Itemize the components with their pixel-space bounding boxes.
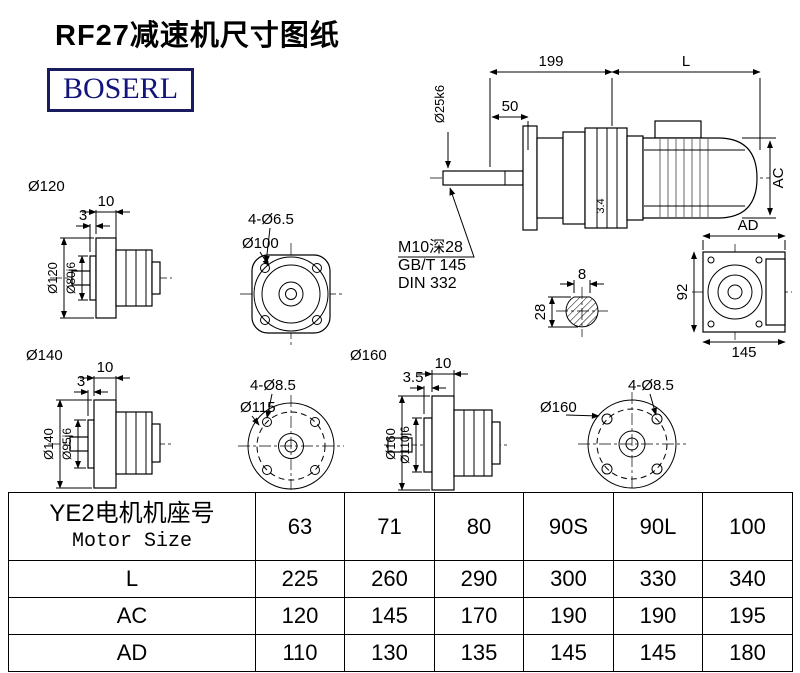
size-col-63: 63: [255, 492, 345, 561]
note-gbt-standard: GB/T 145: [398, 257, 466, 274]
dim-8: 8: [578, 266, 586, 283]
dim-ad: AD: [738, 217, 759, 234]
size-col-90s: 90S: [523, 492, 614, 561]
value-cell: 300: [523, 560, 614, 598]
dim-spigot-80: Ø80j6: [64, 262, 78, 294]
size-col-71: 71: [344, 492, 435, 561]
dim-od-115: Ø115: [240, 399, 276, 416]
value-cell: 190: [523, 597, 614, 635]
value-cell: 110: [255, 634, 345, 672]
table-row-AC: AC 120 145 170 190 190 195: [8, 597, 793, 635]
dim-3: 3: [79, 207, 87, 224]
technical-drawing: 199 L 50 Ø25k6 AC 3.4 M10深28 GB/T 145 DI…: [26, 53, 792, 491]
row-label-AD: AD: [8, 634, 256, 672]
size-col-90l: 90L: [613, 492, 703, 561]
table-row-L: L 225 260 290 300 330 340: [8, 560, 793, 598]
dim-50: 50: [502, 98, 519, 115]
header-english: Motor Size: [71, 529, 193, 553]
flange-view-160: Ø160 10 3.5 Ø160: [350, 347, 508, 491]
output-side-view: AD 92 145: [674, 217, 792, 361]
value-cell: 290: [434, 560, 524, 598]
flange-face-160: 4-Ø8.5 Ø160: [540, 377, 686, 490]
flange-view-120: Ø120 10 3 Ø120: [28, 178, 172, 319]
dim-10: 10: [435, 355, 452, 372]
boserl-logo: BOSERL: [47, 68, 195, 112]
dim-od-100: Ø100: [242, 235, 279, 252]
dim-spigot-110: Ø110j6: [398, 426, 412, 464]
dim-3-5: 3.5: [403, 369, 424, 386]
value-cell: 190: [613, 597, 703, 635]
header-chinese: YE2电机机座号: [49, 499, 215, 527]
view-label-120: Ø120: [28, 178, 65, 195]
value-cell: 135: [434, 634, 524, 672]
flange-face-115: 4-Ø8.5 Ø115: [238, 377, 344, 490]
row-label-AC: AC: [8, 597, 256, 635]
view-label-160: Ø160: [350, 347, 387, 364]
dim-L: L: [682, 53, 690, 70]
value-cell: 340: [702, 560, 793, 598]
dim-od-120: Ø120: [45, 262, 60, 294]
table-header-row: YE2电机机座号 Motor Size 63 71 80 90S 90L 100: [8, 492, 793, 561]
size-col-100: 100: [702, 492, 793, 561]
dim-od-160: Ø160: [383, 428, 398, 460]
value-cell: 120: [255, 597, 345, 635]
value-cell: 180: [702, 634, 793, 672]
note-tap-hole: M10深28: [398, 238, 463, 256]
view-label-140: Ø140: [26, 347, 63, 364]
page-title: RF27减速机尺寸图纸: [55, 20, 340, 52]
dim-145: 145: [731, 344, 756, 361]
flange-view-140: Ø140 10 3 Ø140: [26, 347, 172, 489]
row-label-L: L: [8, 560, 256, 598]
dim-od-140: Ø140: [41, 428, 56, 460]
dim-92: 92: [674, 284, 691, 301]
motor-size-header-cell: YE2电机机座号 Motor Size: [8, 492, 256, 561]
dim-ac: AC: [770, 167, 787, 188]
value-cell: 330: [613, 560, 703, 598]
dim-3: 3: [77, 373, 85, 390]
shaft-section-view: 8 28: [532, 266, 608, 337]
dim-spigot-95: Ø95j6: [60, 428, 74, 460]
dim-10: 10: [97, 359, 114, 376]
dim-3-4: 3.4: [595, 198, 607, 213]
value-cell: 145: [613, 634, 703, 672]
flange-face-100: 4-Ø6.5 Ø100: [240, 211, 342, 345]
dim-holes-160: 4-Ø8.5: [628, 377, 674, 394]
size-col-80: 80: [434, 492, 524, 561]
value-cell: 195: [702, 597, 793, 635]
dimension-table: YE2电机机座号 Motor Size 63 71 80 90S 90L 100…: [8, 492, 793, 672]
dim-holes-100: 4-Ø6.5: [248, 211, 294, 228]
dim-holes-115: 4-Ø8.5: [250, 377, 296, 394]
value-cell: 225: [255, 560, 345, 598]
table-row-AD: AD 110 130 135 145 145 180: [8, 634, 793, 672]
dim-od-160-face: Ø160: [540, 399, 577, 416]
dim-199: 199: [538, 53, 563, 70]
note-din-standard: DIN 332: [398, 275, 457, 292]
main-assembly-view: 199 L 50 Ø25k6 AC 3.4 M10深28 GB/T 145 DI…: [398, 53, 787, 292]
value-cell: 170: [434, 597, 524, 635]
value-cell: 130: [344, 634, 435, 672]
value-cell: 145: [344, 597, 435, 635]
value-cell: 260: [344, 560, 435, 598]
value-cell: 145: [523, 634, 614, 672]
dim-shaft-diameter: Ø25k6: [432, 85, 447, 123]
dim-10: 10: [98, 193, 115, 210]
dim-28: 28: [532, 304, 549, 321]
